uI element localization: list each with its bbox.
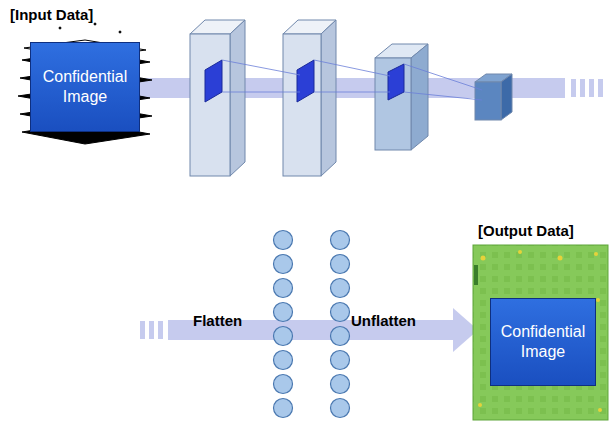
neuron (331, 231, 350, 250)
text-label: [Input Data] (10, 6, 93, 23)
neuron (331, 375, 350, 394)
continuation-dashes (571, 79, 603, 97)
neuron (274, 279, 293, 298)
neuron (274, 375, 293, 394)
neuron (331, 303, 350, 322)
image-label: Confidential Image (37, 67, 133, 107)
neuron (331, 399, 350, 418)
neuron (331, 279, 350, 298)
neuron (331, 351, 350, 370)
neuron (274, 327, 293, 346)
kernel-window (205, 60, 404, 102)
continuation-dashes (140, 321, 163, 339)
image-stack (18, 23, 152, 144)
neuron (331, 327, 350, 346)
neuron (274, 399, 293, 418)
neuron (331, 255, 350, 274)
receptive-field-lines (222, 60, 482, 100)
image-mark (474, 265, 478, 285)
image-box: Confidential Image (30, 42, 140, 132)
image-dots (478, 250, 602, 412)
image-box: Confidential Image (490, 298, 596, 386)
neuron (274, 255, 293, 274)
neuron (274, 351, 293, 370)
output-image (473, 245, 608, 420)
text-label: [Output Data] (478, 222, 574, 239)
neuron (274, 231, 293, 250)
image-label: Confidential Image (497, 322, 589, 362)
neuron (274, 303, 293, 322)
text-label: Flatten (193, 312, 242, 329)
neuron-columns (274, 231, 350, 418)
text-label: Unflatten (351, 312, 416, 329)
conv-layer (190, 20, 512, 176)
